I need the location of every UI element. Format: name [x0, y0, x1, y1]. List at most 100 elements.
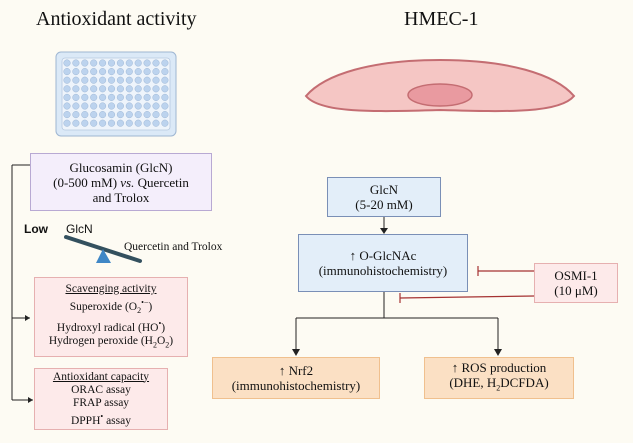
plate-well — [72, 93, 80, 101]
nrf2-box: ↑ Nrf2 (immunohistochemistry) — [212, 357, 380, 399]
plate-well — [81, 102, 89, 110]
glcn-dose-line2: (5-20 mM) — [355, 197, 413, 212]
plate-well — [72, 111, 80, 119]
plate-well — [134, 111, 142, 119]
plate-well — [116, 68, 124, 76]
endothelial-cell-icon — [304, 58, 576, 113]
nrf2-line1: ↑ Nrf2 — [278, 363, 314, 378]
plate-well — [81, 119, 89, 127]
plate-well — [107, 76, 116, 84]
plate-well — [63, 119, 71, 127]
seesaw-quercetin-trolox-label: Quercetin and Trolox — [124, 241, 223, 253]
plate-well — [161, 85, 169, 93]
plate-well — [90, 119, 98, 127]
plate-well — [72, 102, 80, 110]
plate-well — [99, 102, 107, 110]
dpph-item: DPPH• assay — [70, 411, 131, 427]
plate-well — [81, 93, 89, 101]
plate-well — [125, 68, 133, 76]
plate-well — [152, 76, 160, 84]
capacity-heading: Antioxidant capacity — [52, 370, 150, 383]
scavenging-activity-box: Scavenging activity Superoxide (O2•−) Hy… — [34, 277, 188, 357]
plate-well — [72, 76, 80, 84]
plate-well — [161, 59, 169, 67]
plate-well — [90, 59, 98, 67]
plate-well — [116, 111, 124, 119]
plate-well — [125, 111, 133, 119]
scavenging-heading: Scavenging activity — [65, 282, 157, 295]
plate-well — [125, 119, 133, 127]
plate-well — [107, 68, 116, 76]
plate-well — [143, 119, 151, 127]
plate-well — [125, 59, 133, 67]
plate-well — [116, 85, 124, 93]
glcn-comparison-box: Glucosamin (GlcN) (0-500 mM) vs. Quercet… — [30, 153, 212, 211]
plate-well — [81, 85, 89, 93]
plate-well — [107, 102, 116, 110]
plate-well — [99, 119, 107, 127]
glcn-dose-box: GlcN (5-20 mM) — [327, 177, 441, 217]
plate-well — [134, 119, 142, 127]
osmi1-line1: OSMI-1 — [554, 268, 598, 283]
plate-well — [63, 93, 71, 101]
plate-well — [116, 102, 124, 110]
hydrogen-peroxide-item: Hydrogen peroxide (H2O2) — [48, 334, 174, 350]
plate-well — [116, 93, 124, 101]
glcn-box-line2: (0-500 mM) vs. Quercetin — [53, 174, 189, 190]
plate-well — [81, 76, 89, 84]
glcn-box-line1: Glucosamin (GlcN) — [69, 159, 173, 175]
plate-well — [134, 76, 142, 84]
plate-well — [161, 111, 169, 119]
oglcnac-box: ↑ O-GlcNAc (immunohistochemistry) — [298, 234, 468, 292]
plate-well — [152, 102, 160, 110]
plate-well — [63, 59, 71, 67]
plate-well — [72, 59, 80, 67]
plate-well — [63, 68, 71, 76]
plate-well — [90, 102, 98, 110]
plate-well — [63, 76, 71, 84]
plate-well — [63, 85, 71, 93]
plate-well — [125, 76, 133, 84]
plate-well — [143, 102, 151, 110]
plate-well — [81, 59, 89, 67]
plate-well — [134, 68, 142, 76]
plate-well — [72, 68, 80, 76]
right-panel-title: HMEC-1 — [404, 8, 479, 30]
orac-item: ORAC assay — [71, 383, 131, 396]
plate-well — [143, 93, 151, 101]
plate-well — [125, 102, 133, 110]
plate-well — [152, 119, 160, 127]
plate-well — [143, 59, 151, 67]
plate-well — [90, 111, 98, 119]
plate-well — [143, 111, 151, 119]
plate-well — [90, 68, 98, 76]
plate-well — [161, 93, 169, 101]
plate-well — [134, 59, 142, 67]
plate-well — [116, 59, 124, 67]
antioxidant-capacity-box: Antioxidant capacity ORAC assay FRAP ass… — [34, 368, 168, 430]
flow-arrows — [292, 217, 502, 356]
plate-well — [134, 85, 142, 93]
plate-well — [63, 111, 71, 119]
frap-item: FRAP assay — [72, 396, 130, 409]
seesaw-low-label: Low — [24, 222, 48, 236]
plate-well — [99, 93, 107, 101]
inhibition-lines — [399, 266, 535, 303]
left-panel-title: Antioxidant activity — [36, 8, 197, 30]
plate-well — [107, 93, 116, 101]
left-bracket-connector — [11, 164, 33, 403]
ros-box: ↑ ROS production (DHE, H2DCFDA) — [424, 357, 574, 399]
plate-well — [125, 85, 133, 93]
plate-well — [161, 102, 169, 110]
ros-line1: ↑ ROS production — [451, 360, 547, 376]
plate-well — [63, 102, 71, 110]
plate-well — [134, 102, 142, 110]
seesaw-icon — [64, 235, 142, 263]
nrf2-line2: (immunohistochemistry) — [231, 378, 361, 393]
oglcnac-line2: (immunohistochemistry) — [318, 263, 448, 278]
plate-well — [143, 85, 151, 93]
plate-well — [99, 76, 107, 84]
plate-well — [152, 93, 160, 101]
hydroxyl-item: Hydroxyl radical (HO•) — [56, 319, 166, 334]
plate-well — [116, 119, 124, 127]
